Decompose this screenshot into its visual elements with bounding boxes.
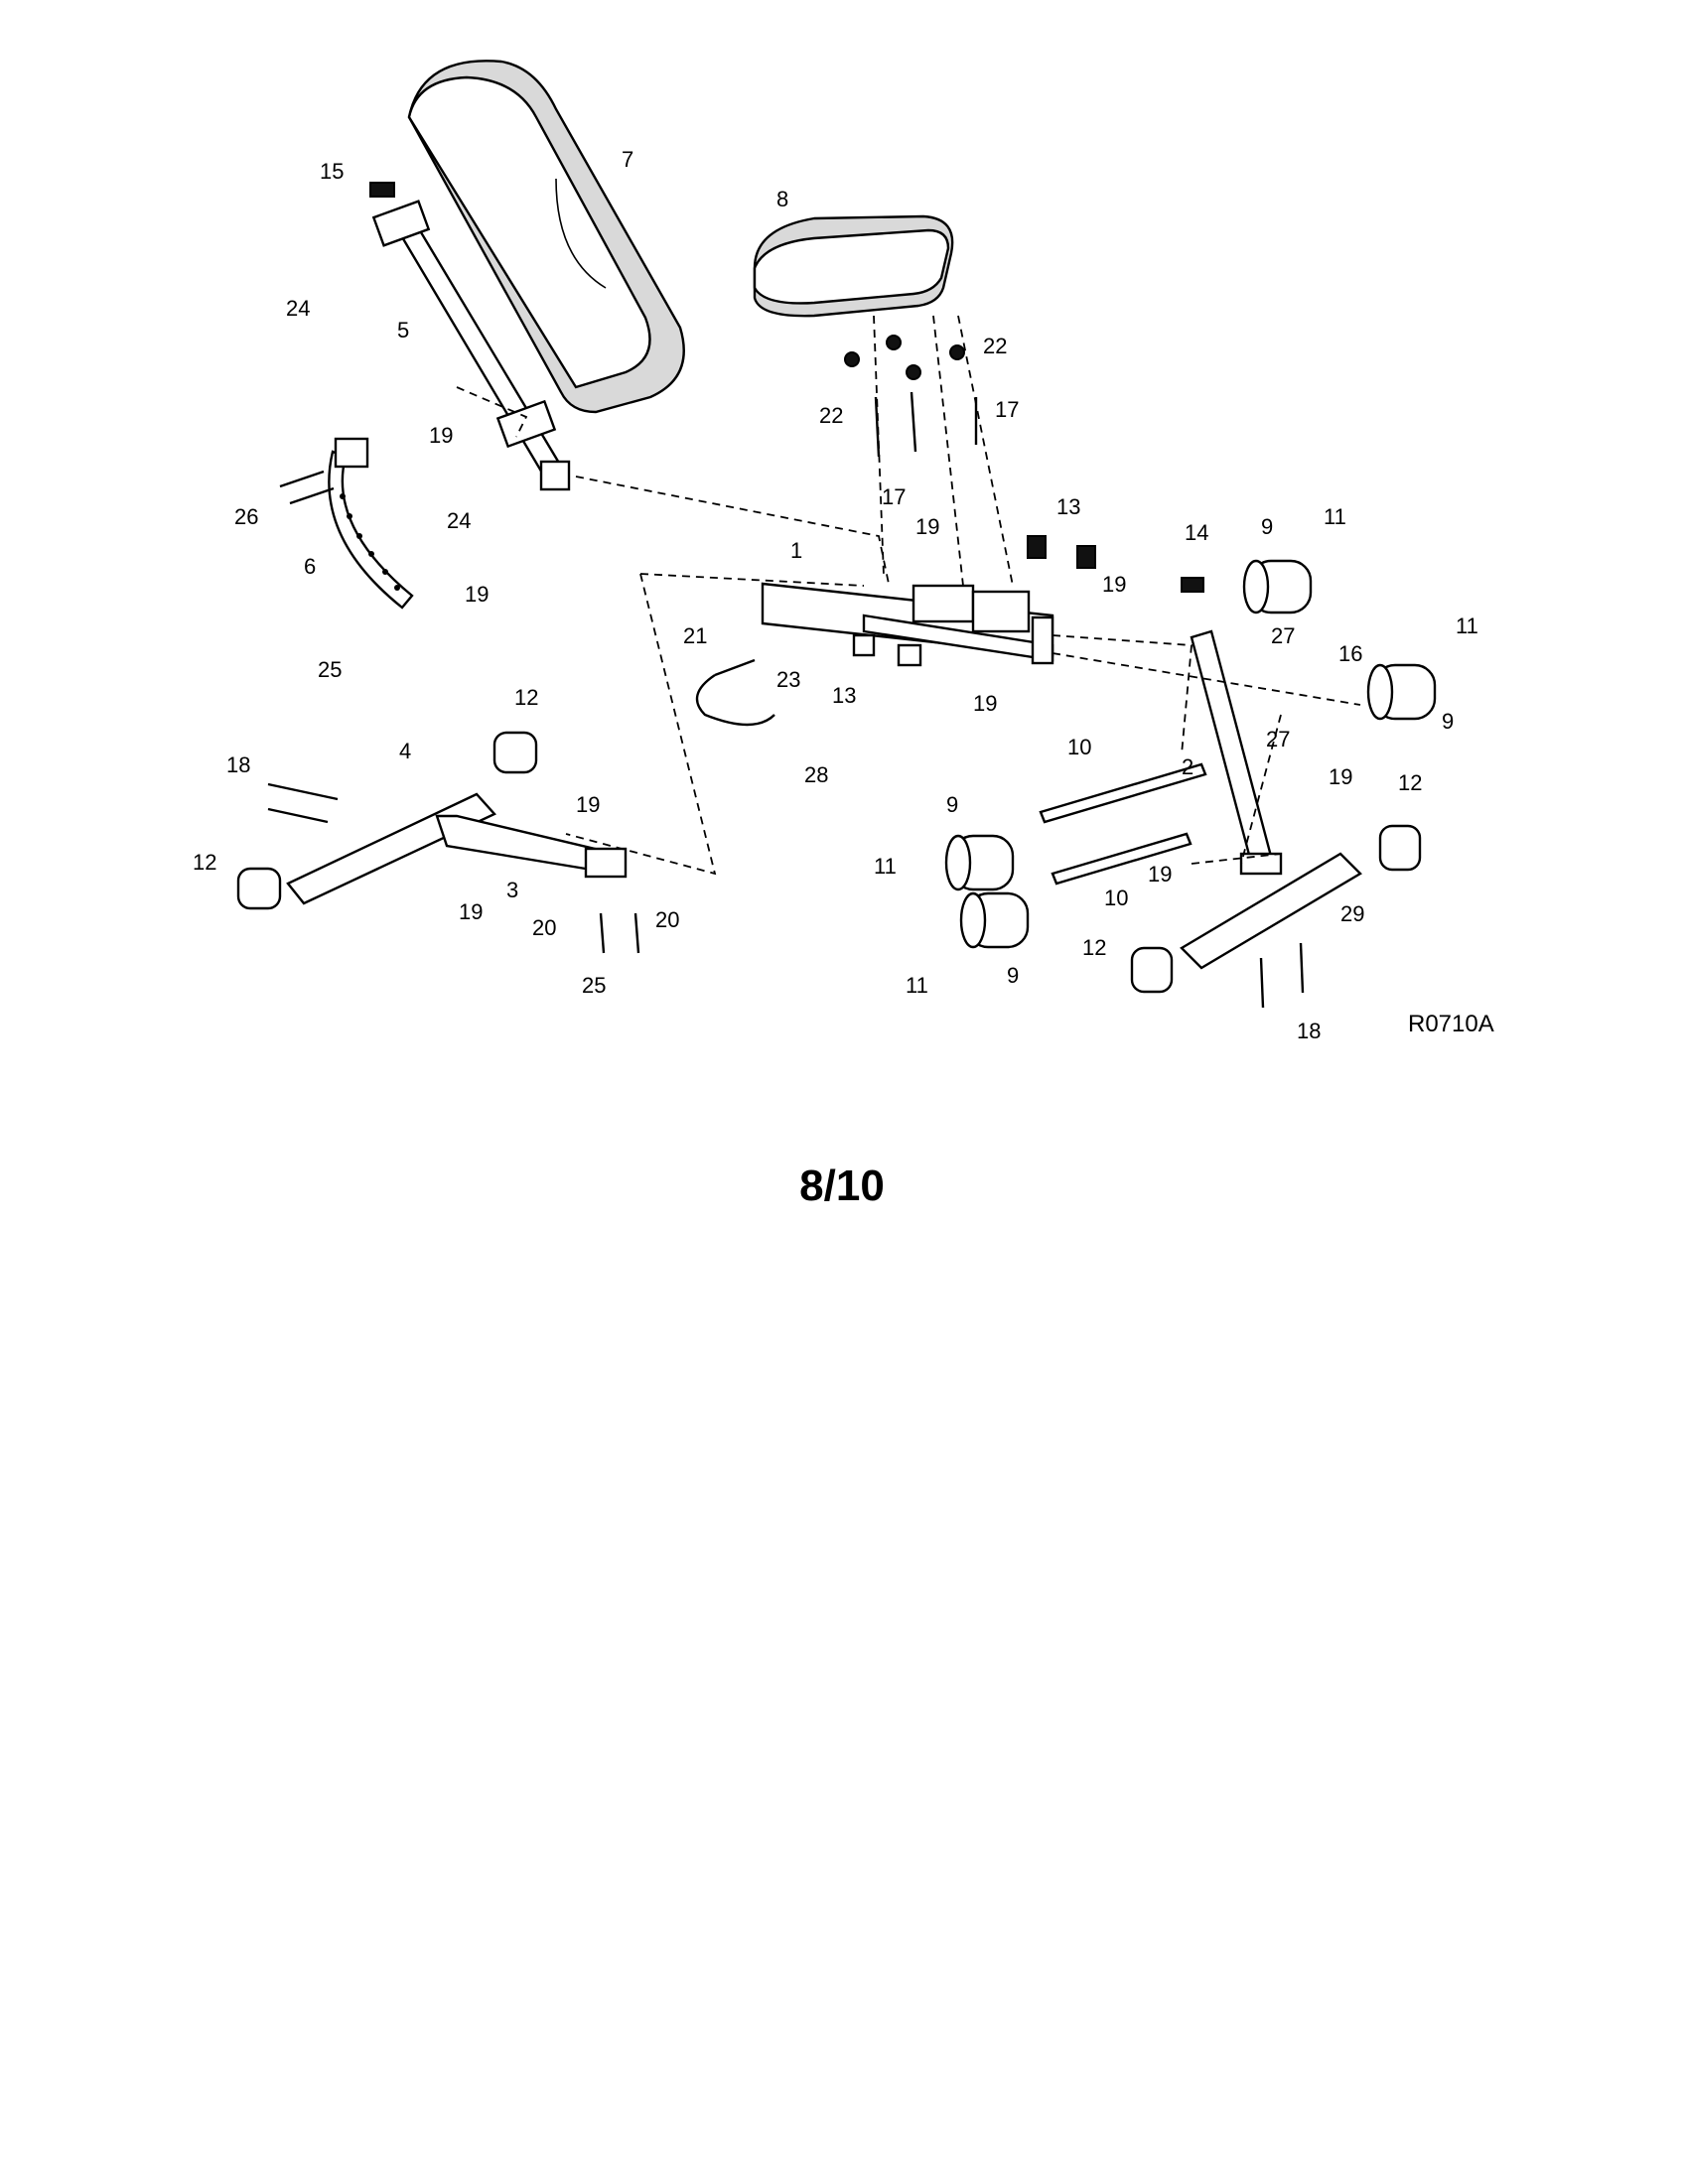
callout-19: 19 xyxy=(1102,572,1126,597)
assembly-lines xyxy=(456,315,1361,876)
callout-10: 10 xyxy=(1104,886,1128,910)
front-stabilizer xyxy=(1130,824,1422,1009)
callout-17: 17 xyxy=(882,484,906,509)
callout-2: 2 xyxy=(1182,754,1193,779)
callout-19: 19 xyxy=(915,514,939,539)
callout-labels: 15 7 24 5 19 26 24 6 19 25 8 22 22 17 17… xyxy=(193,147,1478,1043)
leg-upright xyxy=(1181,577,1283,876)
callout-25: 25 xyxy=(318,657,342,682)
bolts-26 xyxy=(279,470,335,505)
callout-8: 8 xyxy=(776,187,788,211)
callout-23: 23 xyxy=(776,667,800,692)
callout-24: 24 xyxy=(447,508,471,533)
callout-19: 19 xyxy=(576,792,600,817)
callout-12: 12 xyxy=(1082,935,1106,960)
callout-6: 6 xyxy=(304,554,316,579)
callout-9: 9 xyxy=(1007,963,1019,988)
parts-diagram: 15 7 24 5 19 26 24 6 19 25 8 22 22 17 17… xyxy=(193,60,1478,1043)
callout-13: 13 xyxy=(1056,494,1080,519)
foam-roller-2 xyxy=(1366,663,1437,721)
callout-11: 11 xyxy=(874,854,897,879)
back-support-tube xyxy=(371,200,571,491)
callout-7: 7 xyxy=(622,147,633,172)
callout-10: 10 xyxy=(1067,735,1091,759)
callout-20: 20 xyxy=(655,907,679,932)
roller-tubes xyxy=(1039,762,1207,886)
callout-12: 12 xyxy=(514,685,538,710)
foam-roller-3 xyxy=(944,834,1015,891)
callout-13: 13 xyxy=(832,683,856,708)
callout-12: 12 xyxy=(193,850,216,875)
main-frame xyxy=(761,535,1096,667)
adjustment-bracket xyxy=(328,437,414,610)
callout-27: 27 xyxy=(1271,623,1295,648)
spring-part xyxy=(369,182,395,198)
callout-21: 21 xyxy=(683,623,707,648)
callout-19: 19 xyxy=(459,899,483,924)
callout-27: 27 xyxy=(1266,727,1290,751)
callout-26: 26 xyxy=(234,504,258,529)
callout-14: 14 xyxy=(1185,520,1208,545)
callout-11: 11 xyxy=(906,973,928,998)
callout-20: 20 xyxy=(532,915,556,940)
callout-29: 29 xyxy=(1340,901,1364,926)
callout-19: 19 xyxy=(973,691,997,716)
foam-roller-1 xyxy=(1242,559,1313,614)
callout-9: 9 xyxy=(1442,709,1454,734)
callout-28: 28 xyxy=(804,762,828,787)
callout-19: 19 xyxy=(429,423,453,448)
callout-18: 18 xyxy=(1297,1019,1321,1043)
seat-bolts xyxy=(844,335,978,458)
callout-15: 15 xyxy=(320,159,344,184)
callout-17: 17 xyxy=(995,397,1019,422)
callout-12: 12 xyxy=(1398,770,1422,795)
rear-leg xyxy=(435,814,640,954)
callout-16: 16 xyxy=(1338,641,1362,666)
foam-roller-4 xyxy=(959,891,1030,949)
backrest-pad xyxy=(407,60,685,414)
callout-22: 22 xyxy=(819,403,843,428)
seat-pad xyxy=(753,214,954,318)
callout-4: 4 xyxy=(399,739,411,763)
callout-24: 24 xyxy=(286,296,310,321)
callout-19: 19 xyxy=(465,582,489,607)
callout-18: 18 xyxy=(226,752,250,777)
callout-19: 19 xyxy=(1148,862,1172,887)
rear-stabilizer xyxy=(236,731,538,910)
callout-25: 25 xyxy=(582,973,606,998)
callout-11: 11 xyxy=(1456,614,1478,638)
callout-22: 22 xyxy=(983,334,1007,358)
page-number: 8/10 xyxy=(799,1161,885,1210)
drawing-code: R0710A xyxy=(1408,1011,1494,1037)
callout-9: 9 xyxy=(1261,514,1273,539)
callout-11: 11 xyxy=(1324,504,1346,529)
callout-3: 3 xyxy=(506,878,518,902)
callout-19: 19 xyxy=(1329,764,1352,789)
callout-5: 5 xyxy=(397,318,409,342)
callout-9: 9 xyxy=(946,792,958,817)
callout-1: 1 xyxy=(790,538,802,563)
pull-pin xyxy=(695,658,775,727)
